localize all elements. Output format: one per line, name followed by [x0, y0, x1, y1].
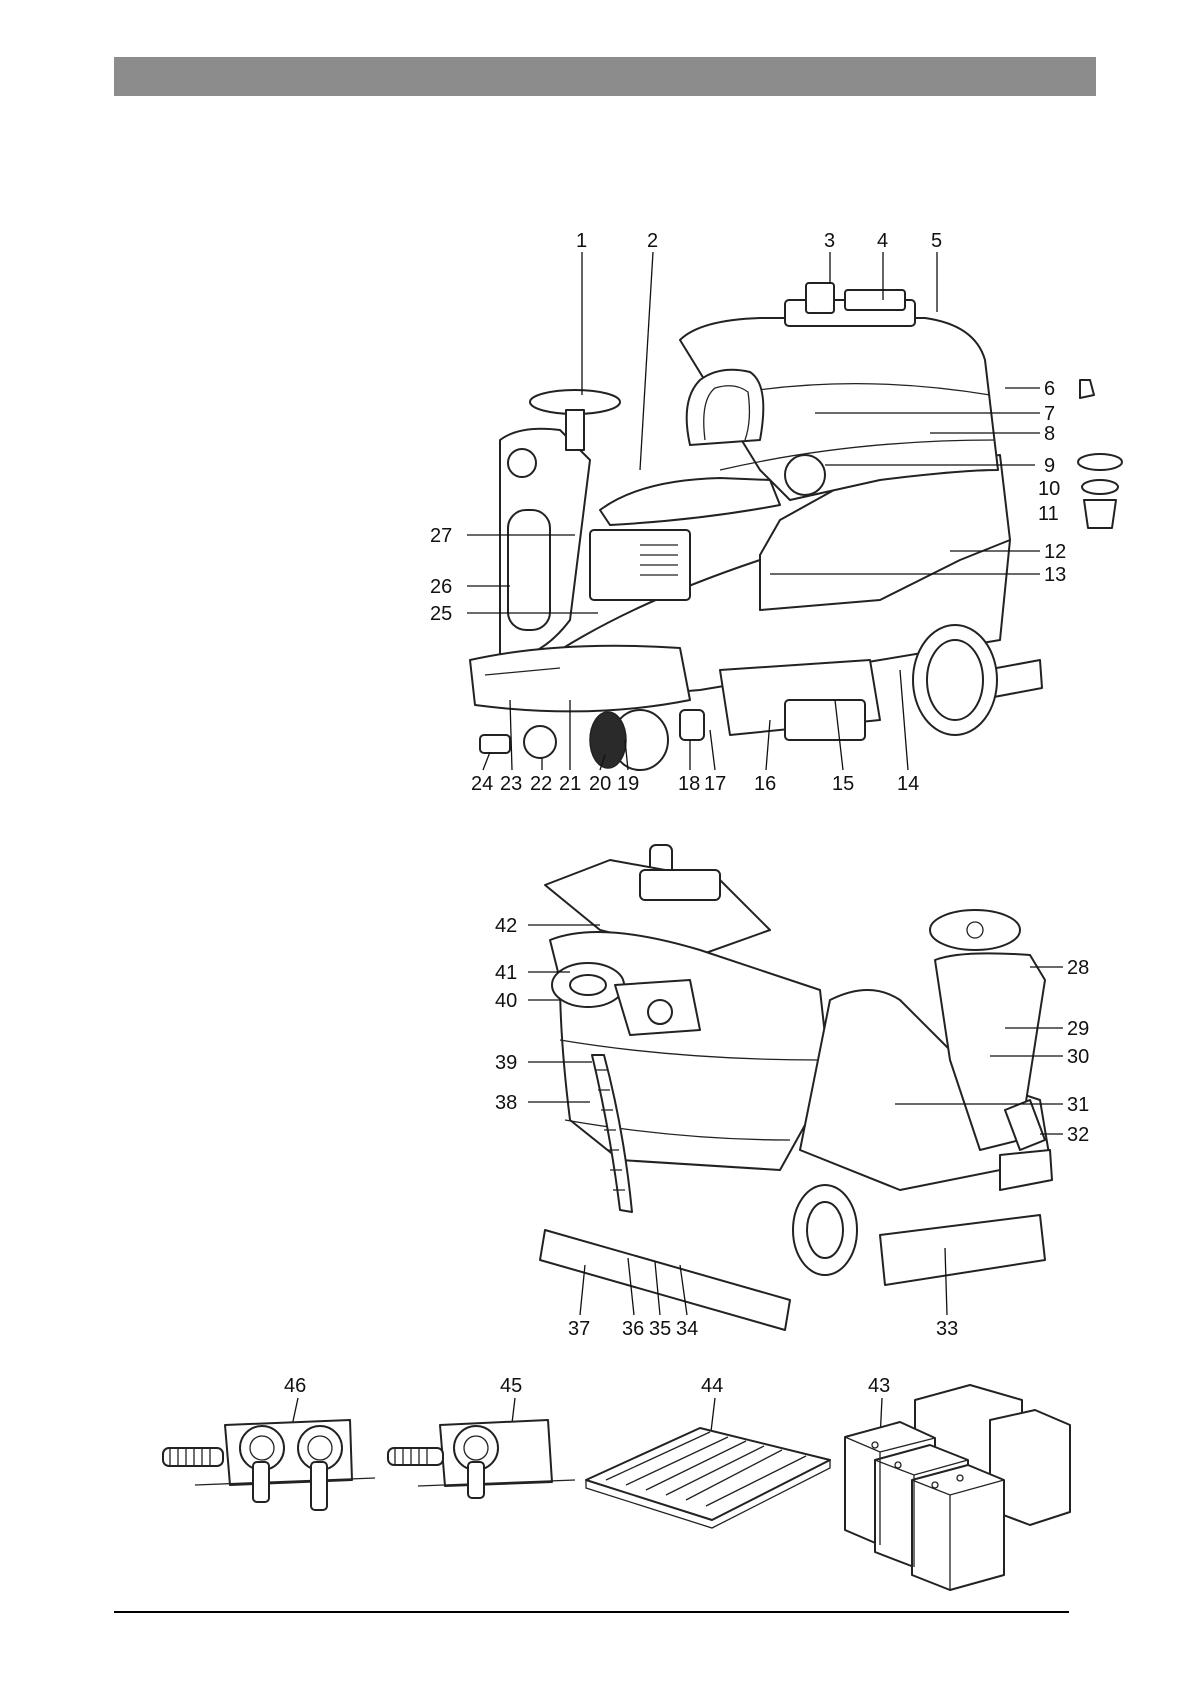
callout-16: 16 [754, 773, 776, 795]
callout-24: 24 [471, 773, 493, 795]
callout-33: 33 [936, 1318, 958, 1340]
callout-20: 20 [589, 773, 611, 795]
footer-rule [114, 1611, 1069, 1613]
callout-29: 29 [1067, 1018, 1089, 1040]
callout-7: 7 [1044, 403, 1055, 425]
callout-26: 26 [430, 576, 452, 598]
accessory-46-dual-bracket [163, 1398, 375, 1510]
callout-28: 28 [1067, 957, 1089, 979]
callout-18: 18 [678, 773, 700, 795]
callout-9: 9 [1044, 455, 1055, 477]
callout-34: 34 [676, 1318, 698, 1340]
front-view-machine [470, 283, 1122, 770]
callout-41: 41 [495, 962, 517, 984]
callout-35: 35 [649, 1318, 671, 1340]
callout-30: 30 [1067, 1046, 1089, 1068]
callout-37: 37 [568, 1318, 590, 1340]
callout-23: 23 [500, 773, 522, 795]
callout-22: 22 [530, 773, 552, 795]
callout-6: 6 [1044, 378, 1055, 400]
callout-32: 32 [1067, 1124, 1089, 1146]
accessory-44-grid-tray [586, 1398, 830, 1528]
callout-14: 14 [897, 773, 919, 795]
callout-38: 38 [495, 1092, 517, 1114]
callout-40: 40 [495, 990, 517, 1012]
callout-27: 27 [430, 525, 452, 547]
callout-8: 8 [1044, 423, 1055, 445]
callout-17: 17 [704, 773, 726, 795]
callout-42: 42 [495, 915, 517, 937]
callout-21: 21 [559, 773, 581, 795]
accessory-43-batteries [845, 1385, 1070, 1590]
callout-43: 43 [868, 1375, 890, 1397]
callout-39: 39 [495, 1052, 517, 1074]
callout-10: 10 [1038, 478, 1060, 500]
accessory-45-single-bracket [388, 1398, 575, 1498]
callout-1: 1 [576, 230, 587, 252]
callout-3: 3 [824, 230, 835, 252]
rear-view-machine [540, 845, 1052, 1330]
callout-19: 19 [617, 773, 639, 795]
callout-45: 45 [500, 1375, 522, 1397]
callout-5: 5 [931, 230, 942, 252]
callout-12: 12 [1044, 541, 1066, 563]
callout-44: 44 [701, 1375, 723, 1397]
callout-36: 36 [622, 1318, 644, 1340]
callout-2: 2 [647, 230, 658, 252]
callout-4: 4 [877, 230, 888, 252]
callout-15: 15 [832, 773, 854, 795]
callout-46: 46 [284, 1375, 306, 1397]
callout-31: 31 [1067, 1094, 1089, 1116]
callout-25: 25 [430, 603, 452, 625]
callout-13: 13 [1044, 564, 1066, 586]
callout-11: 11 [1038, 503, 1059, 525]
